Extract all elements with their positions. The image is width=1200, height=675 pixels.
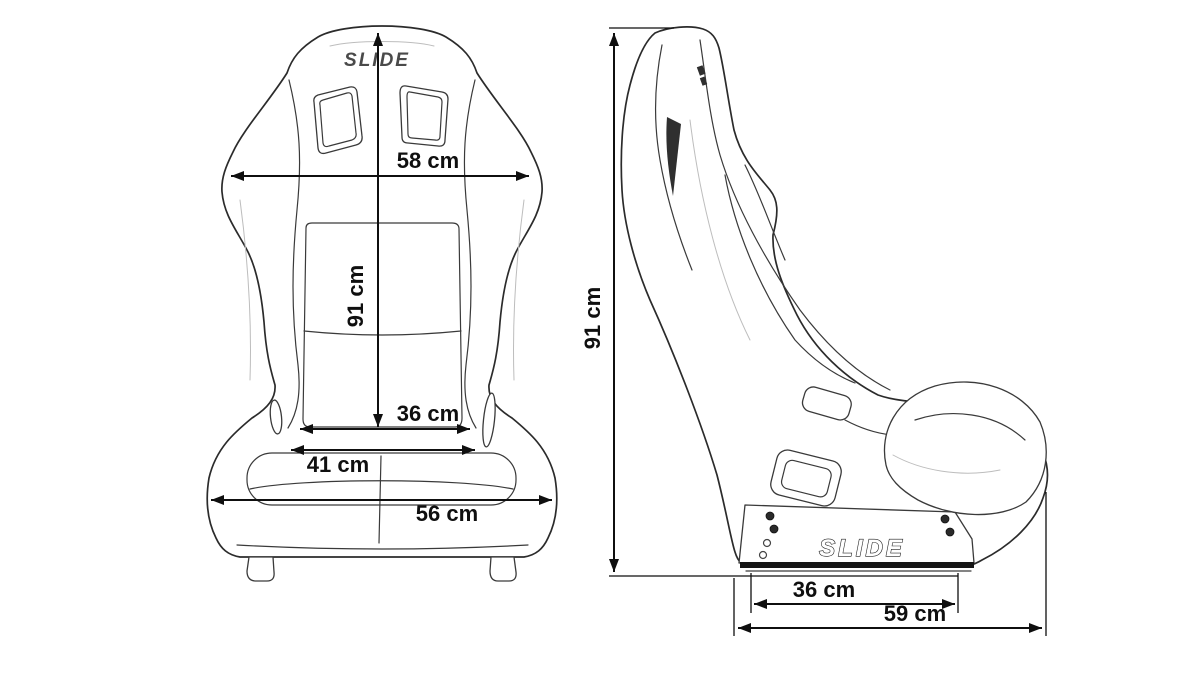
side-headrest-rear-edge bbox=[655, 44, 693, 271]
bracket-bolt-1 bbox=[765, 511, 775, 521]
dim-label-91-front: 91 cm bbox=[343, 265, 368, 327]
side-view: SLIDE 91 cm 36 cm 59 cm bbox=[580, 26, 1049, 636]
side-bracket-logo: SLIDE bbox=[819, 535, 905, 562]
seat-bottom-lip bbox=[236, 544, 529, 550]
side-headrest-logo-mark1 bbox=[696, 65, 706, 76]
dim-label-58: 58 cm bbox=[397, 148, 459, 173]
side-shading bbox=[689, 119, 751, 341]
dim-label-59: 59 cm bbox=[884, 601, 946, 626]
front-left-foot bbox=[246, 556, 275, 582]
dim-label-36-side: 36 cm bbox=[793, 577, 855, 602]
side-bolster-sweep bbox=[724, 174, 856, 384]
harness-hole-left bbox=[313, 86, 363, 155]
side-backrest-ridge bbox=[699, 39, 891, 391]
dim-label-91-side: 91 cm bbox=[580, 287, 605, 349]
bracket-bolt-2 bbox=[769, 524, 779, 534]
dim-label-41: 41 cm bbox=[307, 452, 369, 477]
side-dimensions: 91 cm 36 cm 59 cm bbox=[580, 27, 1047, 636]
front-shading-left bbox=[239, 199, 251, 381]
bracket-hole-1 bbox=[762, 538, 772, 548]
front-right-foot bbox=[489, 556, 517, 582]
side-mount-bracket bbox=[738, 504, 975, 564]
side-thigh-crease-2 bbox=[892, 454, 1001, 474]
hip-slot-right bbox=[482, 392, 496, 448]
front-bolster-edge-right bbox=[463, 79, 477, 429]
side-thigh-bolster bbox=[883, 381, 1047, 516]
front-shading-right bbox=[513, 199, 525, 381]
bracket-hole-2 bbox=[758, 550, 768, 560]
harness-hole-right-inner bbox=[406, 91, 443, 141]
side-headrest-logo-mark2 bbox=[699, 76, 708, 86]
hip-slot-left bbox=[269, 399, 283, 435]
front-dimensions: 58 cm 91 cm 36 cm 41 cm 56 cm bbox=[211, 33, 552, 526]
front-bolster-edge-left bbox=[287, 79, 301, 429]
side-slot-lower bbox=[770, 449, 842, 507]
side-slot-lower-inner bbox=[780, 459, 832, 498]
harness-hole-right bbox=[399, 85, 449, 147]
side-thigh-crease-1 bbox=[914, 413, 1026, 441]
harness-hole-left-inner bbox=[319, 92, 357, 148]
side-slot-upper bbox=[801, 386, 852, 421]
bracket-bolt-3 bbox=[940, 514, 950, 524]
dim-label-36-front: 36 cm bbox=[397, 401, 459, 426]
side-harness-gap bbox=[666, 117, 681, 196]
bracket-bolt-4 bbox=[945, 527, 955, 537]
dim-label-56: 56 cm bbox=[416, 501, 478, 526]
side-wing-edge bbox=[744, 164, 786, 261]
front-seat-outline bbox=[206, 25, 558, 558]
front-view: SLIDE 58 cm 91 cm 36 cm 41 cm 56 cm bbox=[206, 25, 558, 582]
